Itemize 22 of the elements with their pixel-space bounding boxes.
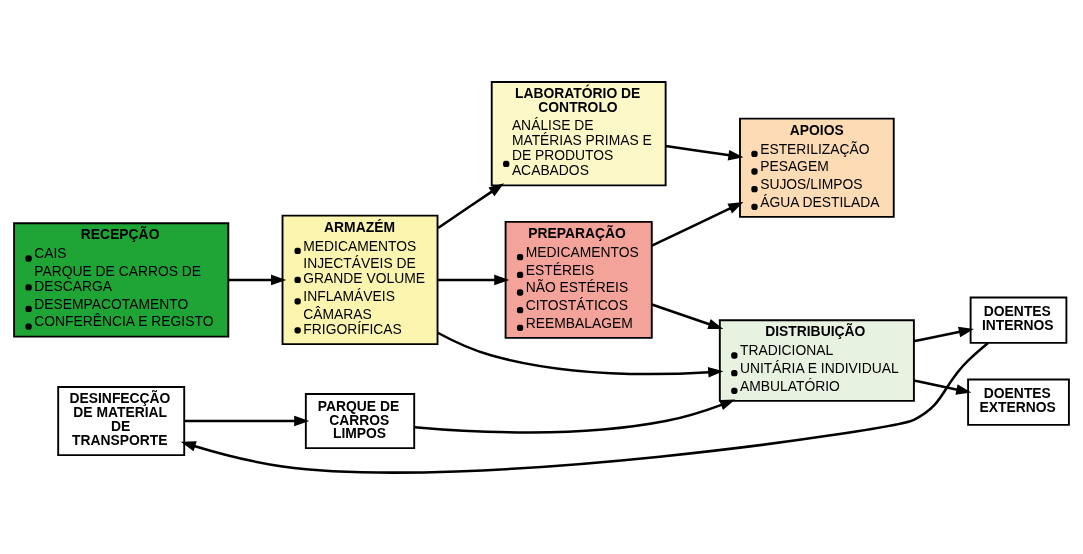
node-box: PARQUE DE CARROS LIMPOS — [304, 392, 416, 449]
node-box: DOENTES EXTERNOS — [967, 378, 1070, 426]
arrow — [184, 415, 310, 426]
node-box: ARMAZÉM MEDICAMENTOS INJECTÁVEIS DE GRANDE VOLUME INFLAMÁVEIS CÂMARAS FRIGORÍFICAS — [281, 214, 439, 345]
node-box: DOENTES INTERNOS — [969, 296, 1068, 344]
arrow — [180, 341, 989, 474]
node-box: PREPARAÇÃO MEDICAMENTOS ESTÉREIS NÃO ESTÉREIS CITOSTÁTICOS REEMBALAGEM — [504, 220, 653, 339]
arrow — [437, 331, 724, 378]
arrow — [651, 302, 724, 329]
node-box: DISTRIBUIÇÃO TRADICIONAL UNITÁRIA E INDIVIDUAL AMBULATÓRIO — [718, 318, 915, 402]
arrow — [913, 378, 972, 395]
node-box: APOIOS ESTERILIZAÇÃO PESAGEM SUJOS/LIMPOS ÁGUA DESTILADA — [739, 117, 895, 218]
node-box: DESINFECÇÃO DE MATERIAL DE TRANSPORTE — [57, 385, 186, 456]
node-box: LABORATÓRIO DE CONTROLO ANÁLISE DE MATÉRIAS PRIMAS E DE PRODUTOS ACABADOS — [490, 80, 667, 186]
arrow — [414, 399, 736, 434]
arrow — [228, 274, 287, 285]
node-box: RECEPÇÃO CAIS PARQUE DE CARROS DE DESCARGA DESEMPACOTAMENTO CONFERÊNCIA E REGISTO — [13, 221, 230, 338]
arrow — [438, 274, 510, 285]
arrow — [437, 182, 505, 229]
arrow — [651, 201, 744, 247]
arrow — [913, 326, 974, 342]
arrow — [665, 144, 744, 160]
